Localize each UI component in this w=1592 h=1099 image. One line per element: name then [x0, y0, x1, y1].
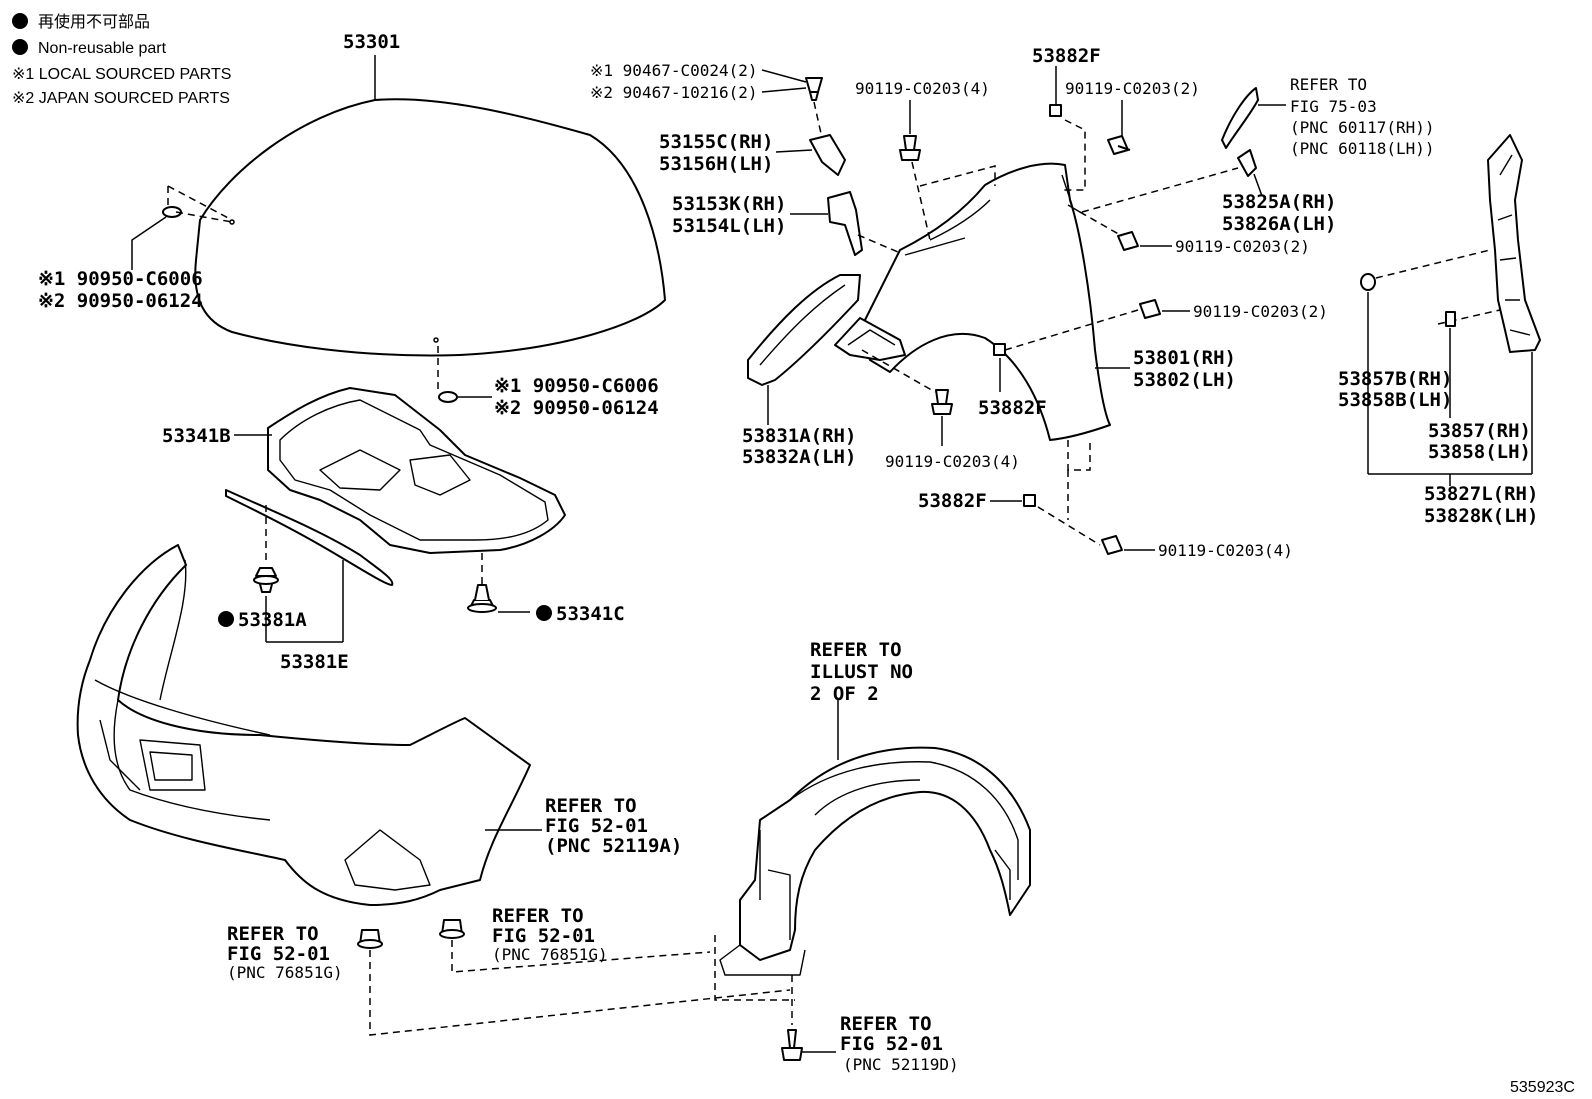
pad-low-icon [1023, 494, 1036, 507]
hood-plug-b-label-2: ※2 90950-06124 [494, 397, 659, 419]
seal-side-clip-icon [1360, 273, 1376, 291]
refer-liner-1: REFER TO [840, 1013, 932, 1035]
front-bumper-part [76, 544, 531, 906]
refer-clip-r-3: (PNC 76851G) [492, 945, 608, 964]
insulator-label: 53341B [162, 425, 231, 447]
seal-small-label-1: 53857(RH) [1428, 420, 1531, 442]
cover-label-2: 53826A(LH) [1222, 213, 1336, 235]
seal-clip-label: 53381A [238, 609, 307, 631]
hood-part [194, 98, 666, 357]
hood-plug-icon [438, 391, 458, 403]
mirror-garnish-part [1221, 87, 1259, 149]
refer-clip-l-1: REFER TO [227, 923, 319, 945]
insulator-clip-icon [467, 584, 497, 613]
bolt-low-label: 90119-C0203(4) [1158, 541, 1293, 560]
seal-assy-label-1: 53827L(RH) [1424, 483, 1538, 505]
non-reusable-dot-icon [12, 13, 28, 29]
cover-label-1: 53825A(RH) [1222, 191, 1336, 213]
hood-plug-label-1: ※1 90950-C6006 [38, 268, 203, 290]
refer-liner-2: FIG 52-01 [840, 1033, 943, 1055]
bracket-c-label-1: 53831A(RH) [742, 425, 856, 447]
seal-label: 53381E [280, 651, 349, 673]
fender-bracket-c-part [747, 274, 861, 386]
screw-label-1: ※1 90467-C0024(2) [590, 61, 758, 80]
bumper-clip-icon [439, 919, 465, 939]
legend: 再使用不可部品 Non-reusable part ※1 LOCAL SOURC… [12, 13, 231, 107]
seal-clip-icon [253, 567, 279, 593]
legend-note-japan: ※2 JAPAN SOURCED PARTS [12, 90, 230, 107]
legend-note-local: ※1 LOCAL SOURCED PARTS [12, 66, 231, 83]
pad-top-icon [1049, 104, 1062, 117]
pad-mid-icon [993, 343, 1006, 356]
refer-liner-3: (PNC 52119D) [843, 1055, 959, 1074]
refer-bumper-3: (PNC 52119A) [545, 835, 682, 857]
non-reusable-dot-icon [536, 605, 552, 621]
hood-seal-part [225, 489, 394, 586]
legend-non-reusable-jp: 再使用不可部品 [38, 13, 150, 31]
fender-screw-icon [805, 77, 823, 101]
seal-small-icon [1445, 311, 1456, 327]
bolt-icon [1101, 535, 1123, 555]
bolt-top-label: 90119-C0203(4) [855, 79, 990, 98]
refer-illust-1: REFER TO [810, 639, 902, 661]
bracket-a-label-2: 53156H(LH) [659, 153, 773, 175]
figure-number: 535923C [1510, 1079, 1575, 1096]
bolt-icon [931, 389, 953, 415]
non-reusable-dot-icon [12, 39, 28, 55]
liner-screw-icon [781, 1029, 803, 1061]
hood-insulator-part [267, 387, 566, 554]
front-fender-part [859, 162, 1111, 441]
refer-clip-l-2: FIG 52-01 [227, 943, 330, 965]
fender-bracket-b-part [827, 191, 863, 256]
fender-seal-assy-part [1487, 134, 1541, 353]
refer-clip-r-1: REFER TO [492, 905, 584, 927]
bolt-icon [1107, 135, 1131, 155]
fender-bracket-a-part [809, 134, 846, 176]
refer-bumper-1: REFER TO [545, 795, 637, 817]
bumper-clip-icon [357, 929, 383, 949]
bolt-icon [1139, 299, 1161, 319]
seal-assy-label-2: 53828K(LH) [1424, 505, 1538, 527]
bolt-icon [899, 135, 921, 161]
refer-clip-r-2: FIG 52-01 [492, 925, 595, 947]
hood-plug-label-2: ※2 90950-06124 [38, 290, 203, 312]
bolt-a-label: 90119-C0203(2) [1065, 79, 1200, 98]
refer-mirror-3: (PNC 60117(RH)) [1290, 118, 1435, 137]
bracket-c-label-2: 53832A(LH) [742, 446, 856, 468]
seal-small-label-2: 53858(LH) [1428, 441, 1531, 463]
pad-mid-label: 53882F [978, 397, 1047, 419]
refer-bumper-2: FIG 52-01 [545, 815, 648, 837]
refer-mirror-2: FIG 75-03 [1290, 97, 1377, 116]
refer-mirror-1: REFER TO [1290, 75, 1367, 94]
insulator-clip-label: 53341C [556, 603, 625, 625]
fender-cover-part [1237, 149, 1257, 177]
bolt-b-label: 90119-C0203(2) [1175, 237, 1310, 256]
non-reusable-dot-icon [218, 611, 234, 627]
bracket-b-label-1: 53153K(RH) [672, 193, 786, 215]
refer-mirror-4: (PNC 60118(LH)) [1290, 139, 1435, 158]
bracket-a-label-1: 53155C(RH) [659, 131, 773, 153]
bolt-icon [1117, 231, 1139, 251]
pad-top-label: 53882F [1032, 45, 1101, 67]
fender-lower-bracket-part [834, 317, 906, 361]
hood-plug-icon [162, 206, 182, 218]
hood-label: 53301 [343, 31, 400, 53]
hood-plug-b-label-1: ※1 90950-C6006 [494, 375, 659, 397]
refer-illust-3: 2 OF 2 [810, 683, 879, 705]
seal-side-label-2: 53858B(LH) [1338, 389, 1452, 411]
fender-liner-part [719, 746, 1031, 976]
fender-label-1: 53801(RH) [1133, 347, 1236, 369]
fender-label-2: 53802(LH) [1133, 369, 1236, 391]
pad-low-label: 53882F [918, 490, 987, 512]
refer-illust-2: ILLUST NO [810, 661, 913, 683]
bolt-mid-label: 90119-C0203(4) [885, 452, 1020, 471]
legend-non-reusable-en: Non-reusable part [38, 40, 167, 57]
refer-clip-l-3: (PNC 76851G) [227, 963, 343, 982]
screw-label-2: ※2 90467-10216(2) [590, 83, 758, 102]
bolt-c-label: 90119-C0203(2) [1193, 302, 1328, 321]
seal-side-label-1: 53857B(RH) [1338, 368, 1452, 390]
bracket-b-label-2: 53154L(LH) [672, 215, 786, 237]
